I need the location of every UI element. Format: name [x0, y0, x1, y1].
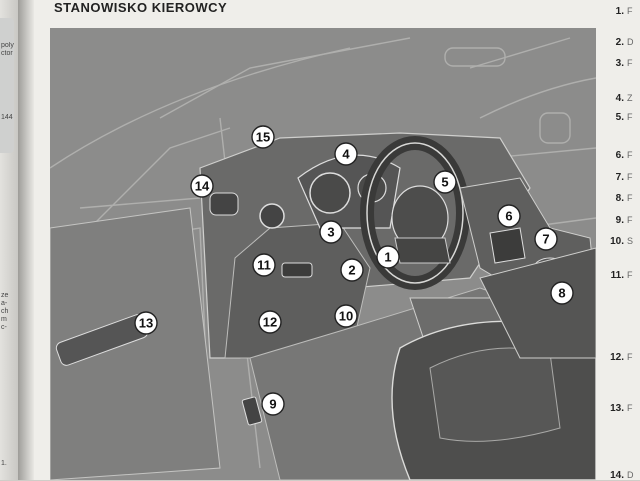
- left-page-text-3: ze a- ch m c-: [1, 292, 9, 331]
- callout-12: 12: [258, 310, 282, 334]
- legend-item-5: 5.F: [615, 112, 633, 123]
- callout-10: 10: [334, 304, 358, 328]
- callout-9: 9: [261, 392, 285, 416]
- callout-8: 8: [550, 281, 574, 305]
- legend-item-8: 8.F: [615, 193, 633, 204]
- legend-item-1: 1.F: [615, 6, 633, 17]
- callout-11: 11: [252, 253, 276, 277]
- callout-1: 1: [376, 245, 400, 269]
- legend-item-6: 6.F: [615, 150, 633, 161]
- left-page-text-4: 1.: [1, 460, 7, 467]
- svg-text:7: 7: [542, 232, 549, 247]
- callout-3: 3: [319, 220, 343, 244]
- page-title: STANOWISKO KIEROWCY: [54, 0, 228, 15]
- callout-15: 15: [251, 125, 275, 149]
- callout-14: 14: [190, 174, 214, 198]
- svg-text:2: 2: [348, 263, 355, 278]
- legend-item-12: 12.F: [610, 352, 633, 363]
- svg-text:9: 9: [269, 397, 276, 412]
- legend-item-4: 4.Z: [615, 93, 633, 104]
- callout-7: 7: [534, 227, 558, 251]
- cockpit-drawing: 1 2 3 4 5 6 7 8 9 10 11 12 13 14 15: [50, 37, 596, 480]
- left-page-tab: [0, 18, 14, 153]
- left-page-text-2: 144: [1, 114, 13, 121]
- legend-item-3: 3.F: [615, 58, 633, 69]
- svg-text:1: 1: [384, 250, 391, 265]
- callout-4: 4: [334, 142, 358, 166]
- svg-text:12: 12: [263, 315, 277, 330]
- legend-item-11: 11.F: [610, 270, 633, 281]
- svg-text:10: 10: [339, 309, 353, 324]
- legend-item-13: 13.F: [610, 403, 633, 414]
- svg-text:11: 11: [257, 258, 271, 273]
- svg-text:15: 15: [256, 130, 270, 145]
- left-page-edge: poly ctor 144 ze a- ch m c- 1.: [0, 0, 18, 480]
- svg-text:13: 13: [139, 316, 153, 331]
- left-page-text-1: poly ctor: [1, 42, 14, 57]
- callout-6: 6: [497, 204, 521, 228]
- callout-5: 5: [433, 170, 457, 194]
- legend-column: 1.F 2.D 3.F 4.Z 5.F 6.F 7.F 8.F 9.F 10.S…: [602, 0, 640, 481]
- callout-13: 13: [134, 311, 158, 335]
- legend-item-2: 2.D: [615, 37, 634, 48]
- svg-text:5: 5: [441, 175, 448, 190]
- legend-item-9: 9.F: [615, 215, 633, 226]
- legend-item-7: 7.F: [615, 172, 633, 183]
- svg-text:6: 6: [505, 209, 512, 224]
- svg-text:8: 8: [558, 286, 565, 301]
- svg-text:14: 14: [195, 179, 210, 194]
- book-gutter: [18, 0, 34, 480]
- svg-text:3: 3: [327, 225, 334, 240]
- legend-item-14: 14.D: [610, 470, 634, 481]
- callout-2: 2: [340, 258, 364, 282]
- svg-text:4: 4: [342, 147, 350, 162]
- legend-item-10: 10.S: [610, 236, 634, 247]
- cockpit-illustration: 1 2 3 4 5 6 7 8 9 10 11 12 13 14 15: [50, 28, 596, 480]
